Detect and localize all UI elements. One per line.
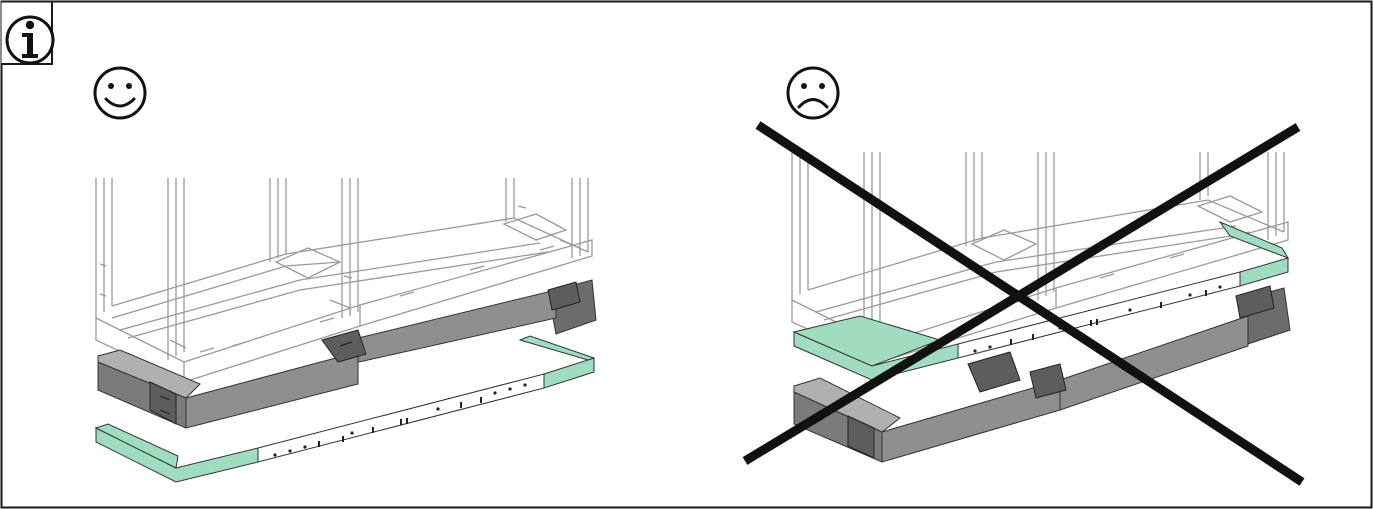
floor-rail-frame: [94, 335, 596, 483]
info-icon: [5, 15, 55, 65]
frowning-face-icon: [786, 66, 840, 120]
smiley-face-icon: [93, 66, 147, 120]
plinth-assembly-right: [793, 285, 1291, 463]
cabinet-frames: [95, 178, 593, 383]
plinth-assembly: [97, 279, 597, 429]
correct-assembly-illustration: [94, 178, 597, 483]
incorrect-assembly-illustration: [742, 121, 1305, 486]
cross-out-x: [742, 121, 1305, 486]
